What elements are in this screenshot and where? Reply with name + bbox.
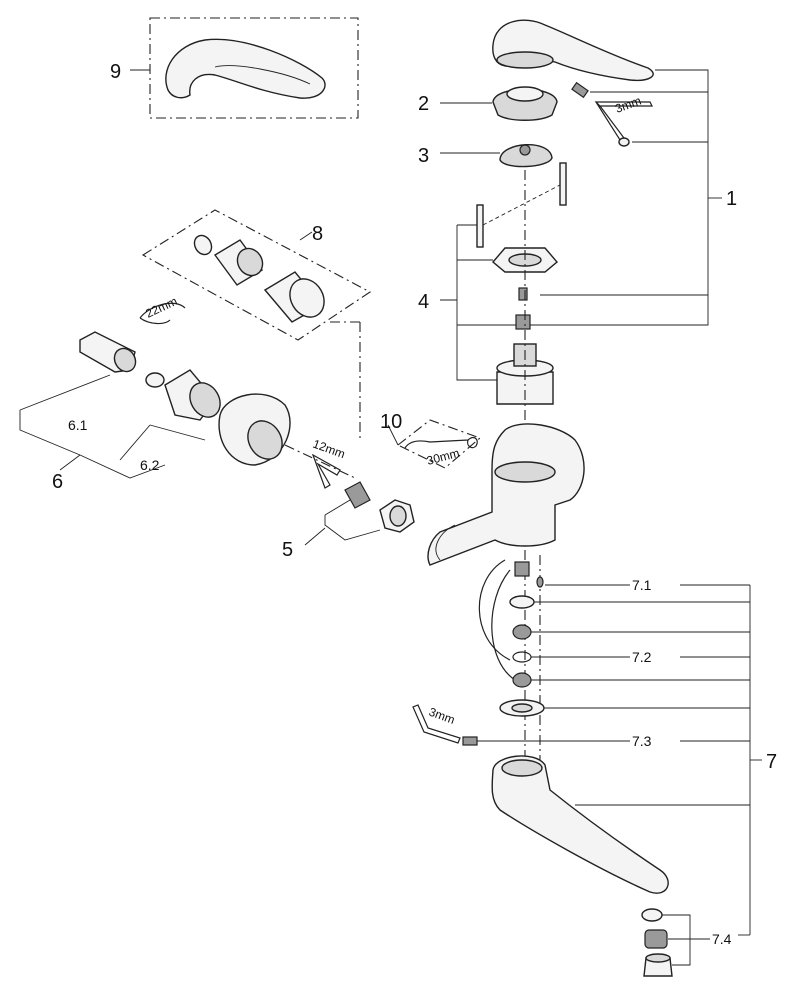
label-7: 7 [766,751,777,773]
label-9: 9 [110,61,121,83]
part-5-group: 5 [282,481,415,561]
part-7-washer-hole [511,703,533,713]
part-7-4-aerator-top [645,953,671,963]
part-6-2-sleeve-end [189,382,221,418]
part-8-box [141,209,372,341]
part-9-group: 9 [110,17,359,119]
tool-wrench-30mm: 30mm [425,446,461,468]
lever-handle [492,19,654,82]
tool-hex-3mm-top: 3mm [613,94,643,116]
part-7-nut-2 [512,672,532,688]
dome-part-3-knob [519,144,531,156]
hex-key-12mm-group: 12mm [284,321,361,489]
part-5-nut-hole [389,505,407,527]
label-3: 3 [418,145,429,167]
label-10: 10 [380,411,402,433]
bracket-5 [324,499,381,541]
part-7-1-insert [514,561,530,577]
screw-right [559,162,567,206]
part-8-nipple-end [236,247,264,277]
dome-part-3 [499,144,553,168]
part-9-box [149,17,359,119]
part-3-group: 3 [418,144,553,168]
lever-handle-base [496,51,554,69]
wrench-22mm [139,302,186,325]
part-6-group: 22mm 6.1 6.2 6 [19,294,291,493]
label-5: 5 [282,539,293,561]
part-6-nut-hole [247,420,283,460]
label-7-1: 7.1 [632,577,652,593]
grub-screw [571,81,589,99]
hex-key-3mm-bottom [412,704,461,744]
part-7-3-screw [462,736,478,746]
screw-left [476,204,484,248]
part-10-group: 30mm 10 [380,411,482,469]
part-2-group: 2 [418,86,558,121]
part-8-washer [193,234,213,256]
bracket-6-2 [79,424,206,479]
label-2: 2 [418,93,429,115]
pin [518,287,528,301]
spindle [515,314,531,330]
part-9-handle [165,38,326,99]
arc-7a [478,559,511,661]
arc-7b [491,569,516,681]
part-7-nut-1 [512,624,532,640]
spout-opening [501,759,543,777]
spout [491,755,669,894]
bracket-7-4 [662,914,710,966]
part-6-union-end [113,347,137,373]
label-8: 8 [312,223,323,245]
part-7-2-oring [512,651,532,663]
part-8-sleeve-end [289,278,325,318]
part-7-4-seal [641,908,663,922]
cap-part-2-hole [506,86,544,102]
hex-key-12mm [311,453,341,489]
label-7-3: 7.3 [632,733,652,749]
part-4-group: 4 [418,162,567,405]
part-8-group: 8 [141,209,372,341]
label-4: 4 [418,291,429,313]
label-6-1: 6.1 [68,417,88,433]
part-1-group: 3mm 1 [492,19,737,326]
mixer-body [427,423,585,566]
label-7-4: 7.4 [712,931,732,947]
label-6-2: 6.2 [140,457,160,473]
label-6: 6 [52,471,63,493]
mixer-body-group [427,423,585,566]
tool-hex-3mm-bottom: 3mm [427,705,457,727]
mixer-body-opening [494,461,556,483]
part-6-1-washer [145,372,165,388]
bracket-1 [530,69,709,326]
washer-small [618,137,630,147]
part-7-group: 3mm 7.1 7.2 7.3 7.4 7 [412,559,777,977]
mixer-body-inlet-edge [435,524,456,561]
bracket-4 [456,224,497,381]
part-5-nipple [344,481,371,509]
label-1: 1 [726,188,737,210]
tool-wrench-22mm: 22mm [143,294,179,321]
part-7-ring-1 [509,595,535,609]
part-7-4-aerator-insert [644,929,668,949]
part-10-box [396,419,482,469]
label-7-2: 7.2 [632,649,652,665]
part-9-slot [214,65,311,85]
bracket-6-1 [19,374,151,461]
wrench-30mm [404,436,478,449]
part-7-1-pin [536,576,544,588]
